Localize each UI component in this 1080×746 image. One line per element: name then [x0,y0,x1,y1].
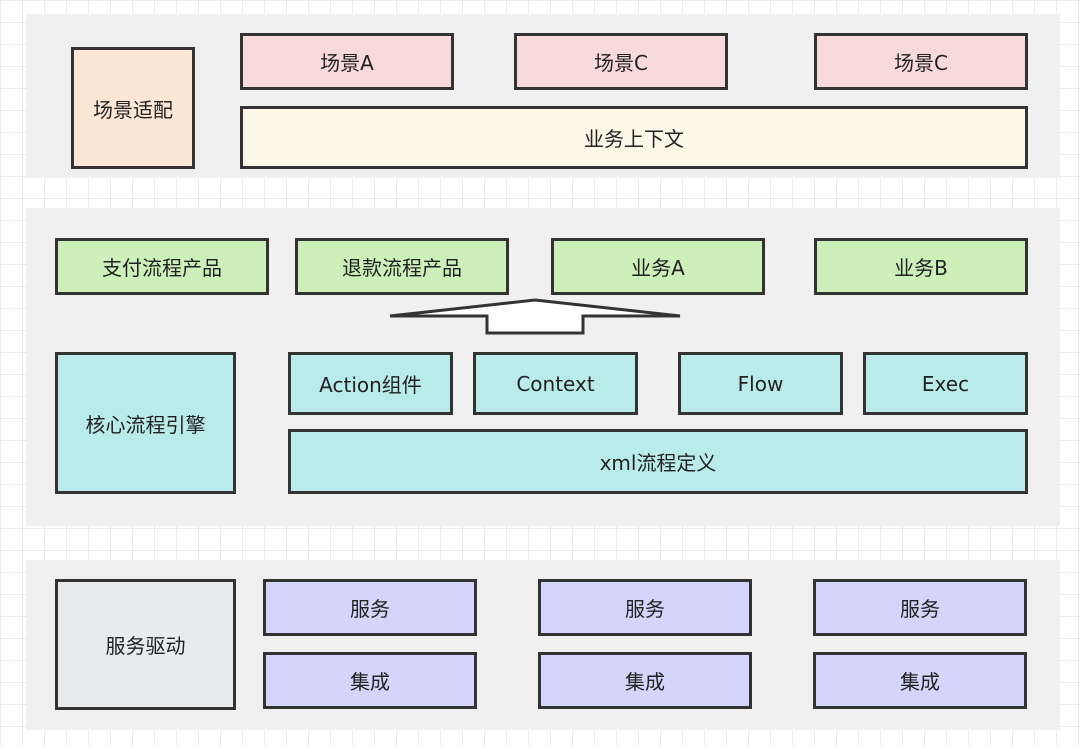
action-component-box: Action组件 [288,352,453,415]
payment-flow-product-box: 支付流程产品 [55,238,269,295]
business-b-box: 业务B [814,238,1028,295]
scene-a-box: 场景A [240,33,454,90]
integration-box-1: 集成 [263,652,477,709]
service-box-1: 服务 [263,579,477,636]
context-box: Context [473,352,638,415]
scene-c-box-1: 场景C [514,33,728,90]
flow-box: Flow [678,352,843,415]
up-arrow-icon [389,298,681,335]
exec-box: Exec [863,352,1028,415]
service-driver-box: 服务驱动 [55,579,236,710]
integration-box-3: 集成 [813,652,1027,709]
scene-c-box-2: 场景C [814,33,1028,90]
service-box-3: 服务 [813,579,1027,636]
xml-definition-box: xml流程定义 [288,429,1028,494]
service-box-2: 服务 [538,579,752,636]
business-a-box: 业务A [551,238,765,295]
refund-flow-product-box: 退款流程产品 [295,238,509,295]
integration-box-2: 集成 [538,652,752,709]
scene-adapter-box: 场景适配 [71,47,195,169]
core-engine-box: 核心流程引擎 [55,352,236,494]
business-context-box: 业务上下文 [240,106,1028,169]
